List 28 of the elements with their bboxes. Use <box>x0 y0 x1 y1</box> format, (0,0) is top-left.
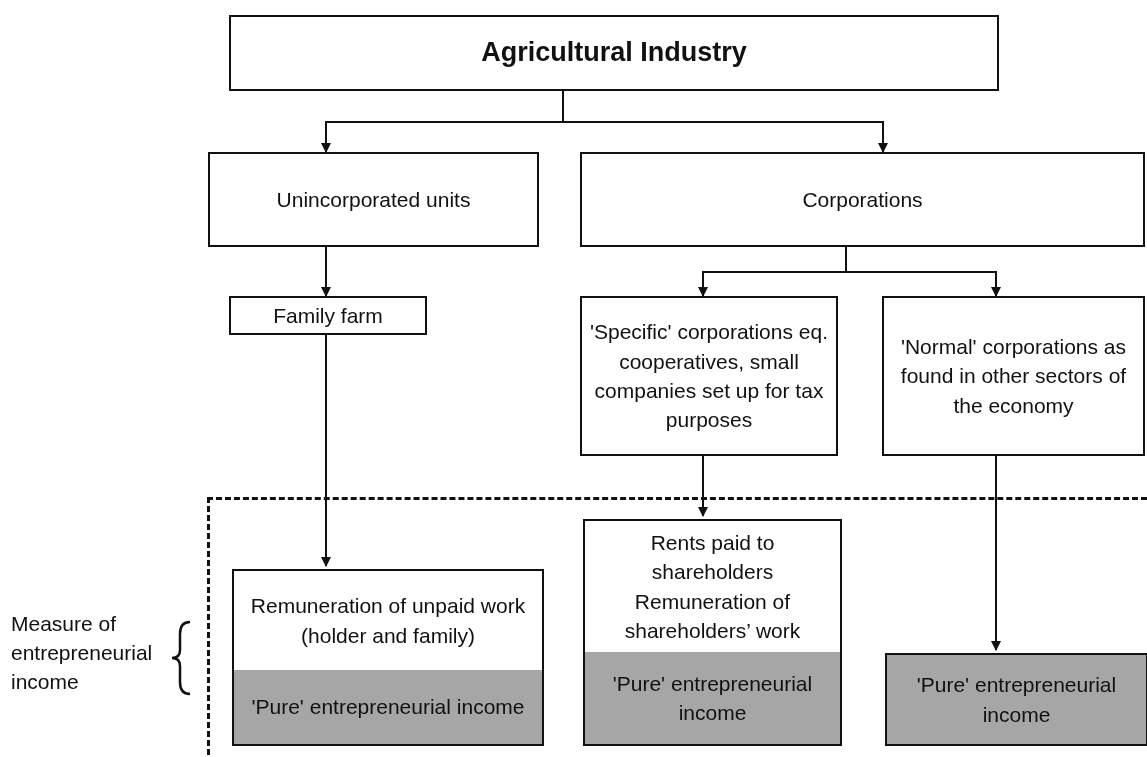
process-box <box>208 152 539 247</box>
process-box <box>583 519 842 746</box>
arrow <box>321 246 331 297</box>
box-text: 'Pure' entrepreneurial income <box>915 672 1118 728</box>
side-note: Measure of entrepreneurial income <box>11 611 154 695</box>
box-text: 'Specific' corporations eq. cooperatives, small companies set up for tax purposes <box>589 319 829 434</box>
process-box <box>580 152 1145 247</box>
process-box <box>229 15 999 91</box>
box-text: 'Pure' entrepreneurial income <box>611 670 814 726</box>
box-text: Rents paid to shareholders <box>649 529 776 586</box>
box-text: Remuneration of shareholders’ work <box>623 588 802 644</box>
arrow <box>698 455 708 517</box>
box-text: Corporations <box>801 186 924 213</box>
box-text: 'Normal' corporations as found in other sectors of the economy <box>899 333 1128 419</box>
process-box <box>229 296 427 335</box>
process-box <box>232 569 544 746</box>
dashed-region <box>207 497 1147 755</box>
box-text: Agricultural Industry <box>480 36 748 70</box>
arrow <box>991 455 1001 651</box>
arrow <box>321 334 331 567</box>
arrow <box>845 246 1001 297</box>
box-text: 'Pure' entrepreneurial income <box>250 694 526 721</box>
process-box <box>580 296 838 456</box>
box-text: Unincorporated units <box>275 186 472 213</box>
box-text: Remuneration of unpaid work (holder and family) <box>249 593 527 649</box>
process-box <box>885 653 1147 746</box>
process-box <box>882 296 1145 456</box>
box-text: Family farm <box>272 302 384 329</box>
